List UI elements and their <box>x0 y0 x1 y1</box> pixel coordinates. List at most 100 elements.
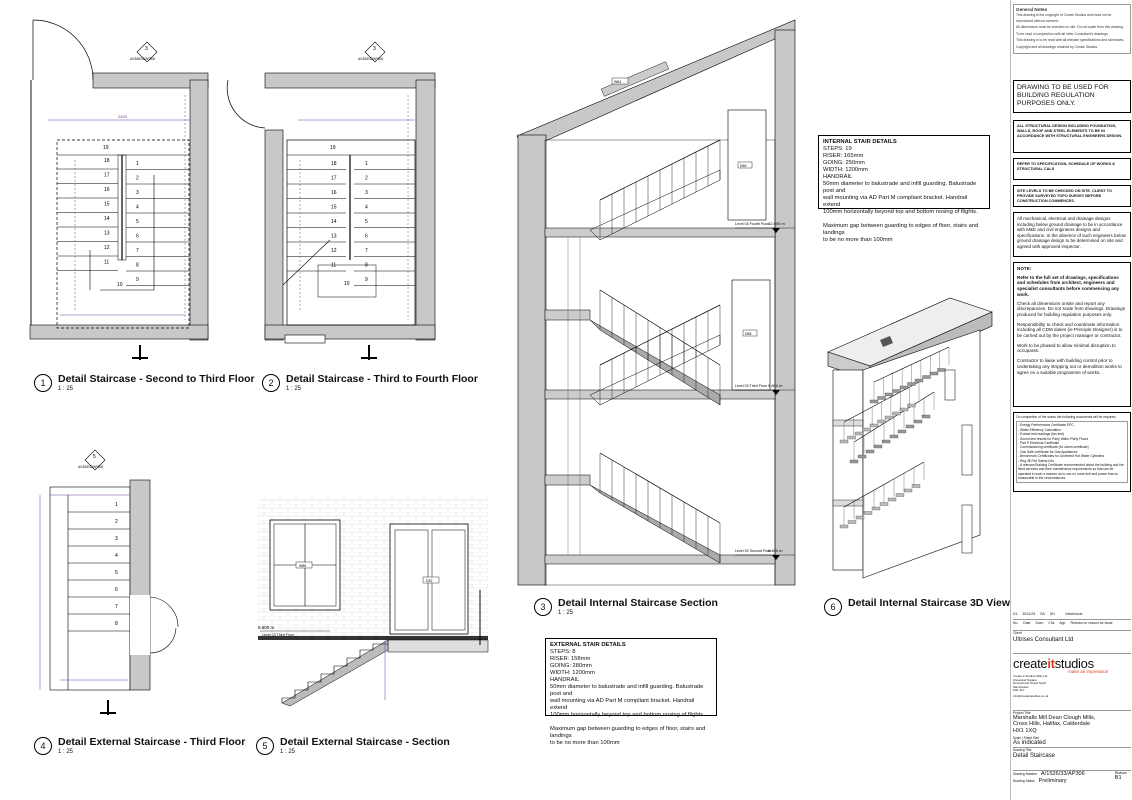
view-name: Detail External Staircase - Third Floor <box>58 736 246 748</box>
step-number: 2 <box>115 519 118 525</box>
view-number: 3 <box>534 598 552 616</box>
title-block: General Notes This drawing is the copyri… <box>1010 0 1132 800</box>
scale-label: Scale / Sheet Size <box>1013 736 1040 740</box>
step-number: 6 <box>365 234 368 240</box>
note-line: 50mm diameter to balustrade and infill g… <box>823 181 977 194</box>
level-value: 12.800 m <box>768 221 785 226</box>
note-line: Create It Studios (NE) Ltd <box>1013 674 1048 678</box>
step-number: 16 <box>331 190 337 196</box>
note-line: Manchester <box>1013 684 1029 689</box>
note-line: HX1 1XQ <box>1013 727 1037 734</box>
note-line: - Water Efficiency Calculation <box>1018 427 1061 432</box>
logo-main: create <box>1013 656 1048 671</box>
status-value: Preliminary <box>1038 778 1067 784</box>
section-marker: 3 A/1526/33/AP306 <box>130 41 158 63</box>
step-number: 9 <box>365 277 368 283</box>
step-number: 1 <box>365 161 368 167</box>
completion-intro: On completion of the works the following… <box>1016 415 1117 419</box>
step-number: 5 <box>136 219 139 225</box>
step-number: 7 <box>365 248 368 254</box>
rev-desc: Initial Issue <box>1065 612 1083 616</box>
logo-tagline: make an impression <box>1068 669 1109 674</box>
step-number: 6 <box>136 234 139 240</box>
note-line: Cross Hills, Halifax, Calderdale <box>1013 721 1091 728</box>
section-marker: 3 A/1526/33/AP306 <box>358 41 386 63</box>
revision-header: App <box>1059 621 1066 625</box>
note-line: GOING: 280mm <box>550 663 592 669</box>
step-number: 19 <box>330 145 336 151</box>
step-number: 14 <box>104 216 110 222</box>
drawing-title-label: Drawing Title <box>1013 748 1032 752</box>
note-line: to be no more than 100mm <box>823 237 893 243</box>
window-tag: W54 <box>614 80 621 84</box>
step-number: 4 <box>365 205 368 211</box>
client-label: Client <box>1013 631 1022 635</box>
step-number: 5 <box>365 219 368 225</box>
client-block: Client Ultrises Consultant Ltd <box>1013 630 1131 654</box>
note-line: - Extract test readings (fan test) <box>1018 432 1064 437</box>
building-reg-note: DRAWING TO BE USED FOR BUILDING REGULATI… <box>1013 80 1131 113</box>
note-line: - Energy Performance Certificate EPC <box>1018 423 1074 428</box>
view-number: 5 <box>256 737 274 755</box>
section-marker: 5 A/1526/33/AP306 <box>78 449 106 471</box>
level-value: 9.600 m <box>258 625 275 630</box>
revision-value: B1 <box>1114 775 1122 781</box>
view-number: 2 <box>262 374 280 392</box>
step-number: 11 <box>331 263 336 269</box>
company-email: info@createitstudios.co.uk <box>1013 693 1049 698</box>
view-name: Detail Internal Staircase Section <box>558 597 718 609</box>
note-line: Cleveland Square <box>1013 677 1037 682</box>
note-line: Maximum gap between guarding to edges of… <box>550 726 706 739</box>
note-line: 50mm diameter to balustrade and infill g… <box>550 684 704 697</box>
step-number: 4 <box>115 553 118 559</box>
step-number: 12 <box>104 245 110 251</box>
note-line: Check all dimensions onsite and report a… <box>1017 300 1125 317</box>
project-block: Project Title Marshalls Mill Dean Clough… <box>1013 710 1131 741</box>
level-value: 9.600 m <box>768 383 783 388</box>
note-line: HANDRAIL <box>550 677 580 683</box>
client-name: Ultrises Consultant Ltd <box>1013 637 1074 643</box>
step-number: 13 <box>104 231 110 237</box>
step-number: 5 <box>115 570 118 576</box>
level-name: Level 03 Third Floor <box>262 633 295 637</box>
view-title-6: 6 Detail Internal Staircase 3D View <box>824 598 1010 616</box>
step-number: 12 <box>331 248 337 254</box>
revision-header: Chk <box>1048 621 1055 625</box>
level-name: Level 02 Second Floor <box>735 549 772 553</box>
note-line: INTERNAL STAIR DETAILS <box>823 139 897 145</box>
spec-note: REFER TO SPECIFICATION, SCHEDULE OF WORK… <box>1013 158 1131 180</box>
note-line: Copyright and all drawings retained by C… <box>1016 44 1098 49</box>
note-line: - A relevant Building Certificate recomm… <box>1018 463 1124 481</box>
step-number: 18 <box>331 161 337 167</box>
step-number: 4 <box>136 205 139 211</box>
note-line: Contractor to liaise with building contr… <box>1017 358 1122 375</box>
view-name: Detail Internal Staircase 3D View <box>848 597 1011 609</box>
drawing-title: Detail Staircase <box>1013 753 1056 759</box>
section-marker-ref: A/1526/33/AP306 <box>358 57 383 61</box>
revision-header: Drwn <box>1035 621 1044 625</box>
step-number: 1 <box>136 161 139 167</box>
step-number: 3 <box>365 190 368 196</box>
company-logo: createitstudios <box>1013 656 1131 671</box>
site-levels-note: SITE LEVELS TO BE CHECKED ON SITE. CLIEN… <box>1013 185 1131 207</box>
level-name: Level 03 Third Floor <box>735 384 768 388</box>
step-number: 10 <box>117 282 123 288</box>
note-line: - Part P Electrical Certificate <box>1018 441 1060 446</box>
structural-note: ALL STRUCTURAL DESIGN INCLUDING FOUNDATI… <box>1013 120 1131 153</box>
view-number: 1 <box>34 374 52 392</box>
note-line: STEPS: 19 <box>823 146 852 152</box>
note-line: to be no more than 100mm <box>550 740 620 746</box>
view-title-1: 1 Detail Staircase - Second to Third Flo… <box>34 374 255 393</box>
step-number: 2 <box>365 176 368 182</box>
status-label: Drawing Status <box>1013 779 1035 783</box>
drainage-note: All mechanical, electrical and drainage … <box>1013 212 1131 257</box>
note-line: To be read in conjunction with all other… <box>1016 31 1109 36</box>
view-title-4: 4 Detail External Staircase - Third Floo… <box>34 737 245 756</box>
note-line: This drawing is to be read with all rele… <box>1016 38 1125 42</box>
step-number: 3 <box>115 536 118 542</box>
section-marker-number: 5 <box>93 454 96 460</box>
